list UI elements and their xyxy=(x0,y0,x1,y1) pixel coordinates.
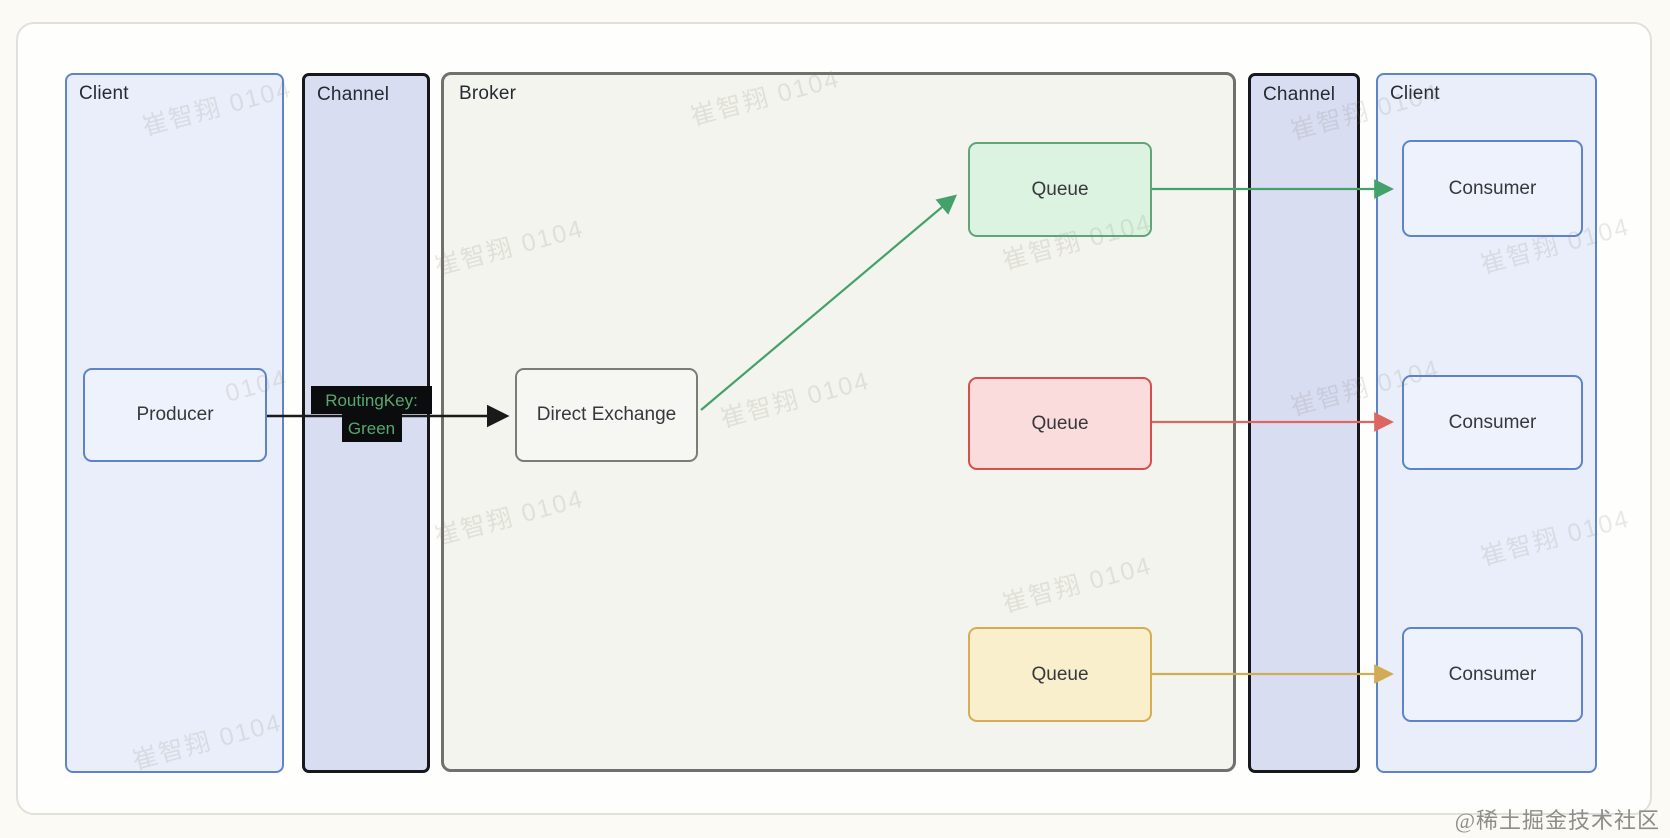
node-direct-exchange-label: Direct Exchange xyxy=(536,404,677,425)
node-producer: Producer xyxy=(83,368,267,462)
community-credit: @稀土掘金技术社区 xyxy=(1454,808,1660,833)
node-producer-label: Producer xyxy=(136,404,214,425)
region-client-left-label: Client xyxy=(79,83,129,104)
node-queue-red: Queue xyxy=(968,377,1152,470)
region-broker-label: Broker xyxy=(459,83,517,104)
node-queue-red-label: Queue xyxy=(1031,412,1089,434)
node-consumer-middle-label: Consumer xyxy=(1448,411,1537,433)
region-channel-left-label: Channel xyxy=(317,84,390,105)
node-consumer-bottom: Consumer xyxy=(1402,627,1583,722)
node-queue-yellow-label: Queue xyxy=(1031,663,1089,685)
node-consumer-bottom-label: Consumer xyxy=(1448,663,1537,685)
node-direct-exchange: Direct Exchange xyxy=(515,368,698,462)
node-queue-yellow: Queue xyxy=(968,627,1152,722)
node-consumer-top: Consumer xyxy=(1402,140,1583,237)
region-channel-right: Channel xyxy=(1248,73,1360,773)
node-consumer-top-label: Consumer xyxy=(1448,177,1537,199)
routing-key-line1: RoutingKey: xyxy=(311,386,432,414)
node-queue-green-label: Queue xyxy=(1031,178,1089,200)
region-channel-right-label: Channel xyxy=(1263,84,1336,105)
node-consumer-middle: Consumer xyxy=(1402,375,1583,470)
region-client-right-label: Client xyxy=(1390,83,1440,104)
routing-key-label: RoutingKey: Green xyxy=(311,386,432,442)
routing-key-line2: Green xyxy=(341,414,402,442)
node-queue-green: Queue xyxy=(968,142,1152,237)
